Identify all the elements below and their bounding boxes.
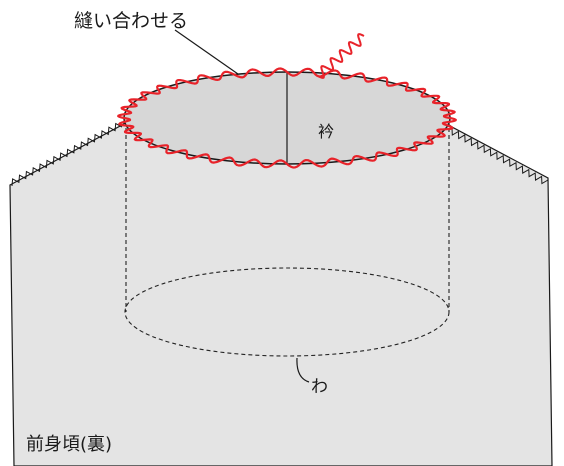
sew-together-label: 縫い合わせる: [74, 10, 189, 32]
dashed-fold-ellipse: [124, 267, 450, 357]
left-shoulder-serging: [11, 122, 123, 187]
thread-tail: [317, 33, 365, 79]
right-shoulder-serging: [451, 127, 549, 185]
front-body-panel: [9, 117, 553, 466]
fold-label: わ: [311, 377, 328, 397]
front-body-label: 前身頃(裏): [26, 434, 113, 455]
fold-leader-line: [296, 357, 310, 383]
collar-label: 衿: [318, 122, 335, 141]
red-zigzag-stitch: [117, 67, 457, 169]
sew-leader-line: [174, 29, 239, 75]
